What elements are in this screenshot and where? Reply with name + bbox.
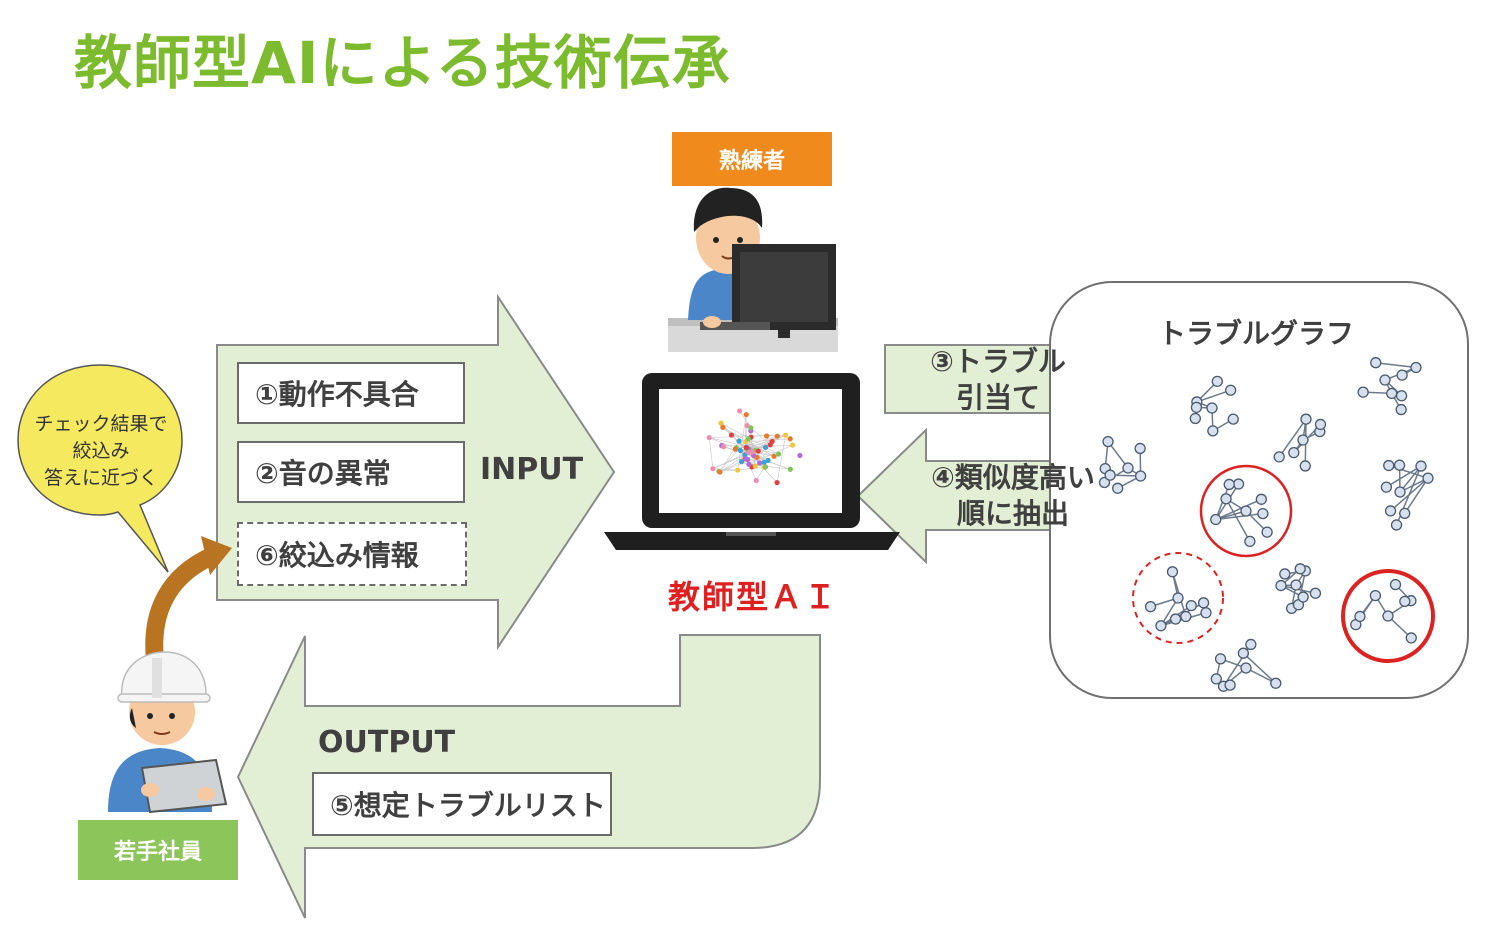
ai-label: 教師型ＡＩ: [668, 578, 839, 616]
curved-arrow-head: [201, 536, 232, 575]
speech-bubble-text: チェック結果で 絞込み 答えに近づく: [26, 411, 176, 492]
network-cluster-icon: [1350, 578, 1417, 644]
network-cluster-icon: [1210, 478, 1273, 548]
page-title: 教師型AIによる技術伝承: [74, 29, 731, 97]
bubble-line-3: 答えに近づく: [43, 467, 158, 489]
output-label: OUTPUT: [318, 725, 456, 760]
input-item-sound-anomaly: ②音の異常: [237, 441, 465, 503]
network-cluster-icon: [1210, 638, 1282, 692]
network-cluster-icon: [1275, 563, 1322, 615]
trouble-graph-panel: [1049, 281, 1469, 699]
output-item-trouble-list: ⑤想定トラブルリスト: [312, 772, 612, 836]
junior-tag: 若手社員: [78, 820, 238, 880]
assign-line-1: ③トラブル: [930, 345, 1066, 378]
network-cluster-icon: [1098, 435, 1147, 494]
curved-arrow: [145, 547, 216, 661]
expert-at-computer-icon: [668, 187, 838, 352]
bubble-line-2: 絞込み: [72, 440, 130, 462]
extract-line-2: 順に抽出: [956, 497, 1069, 530]
highlight-circle-bold: [1341, 569, 1435, 663]
speech-bubble: [17, 364, 183, 573]
input-item-malfunction: ①動作不具合: [237, 362, 465, 424]
network-cluster-icon: [1380, 459, 1434, 531]
extract-line-1: ④類似度高い: [931, 461, 1095, 494]
network-cluster-icon: [1144, 566, 1212, 632]
bubble-line-1: チェック結果で: [34, 413, 168, 435]
network-cluster-icon: [1357, 357, 1422, 416]
trouble-graph-title: トラブルグラフ: [1158, 317, 1355, 350]
input-item-refine-info: ⑥絞込み情報: [237, 522, 467, 586]
laptop-network-icon: [604, 373, 900, 550]
junior-worker-tablet-icon: [108, 651, 228, 814]
network-cluster-icon: [1189, 375, 1239, 437]
highlight-circle-dashed: [1132, 552, 1224, 644]
extract-arrow-text: ④類似度高い 順に抽出: [918, 460, 1108, 532]
network-clusters: [1098, 357, 1434, 692]
assign-line-2: 引当て: [955, 381, 1040, 414]
expert-tag: 熟練者: [672, 132, 832, 186]
input-label: INPUT: [480, 452, 584, 487]
assign-arrow-text: ③トラブル 引当て: [930, 344, 1066, 416]
network-cluster-icon: [1273, 413, 1327, 472]
highlight-circle: [1199, 464, 1293, 558]
